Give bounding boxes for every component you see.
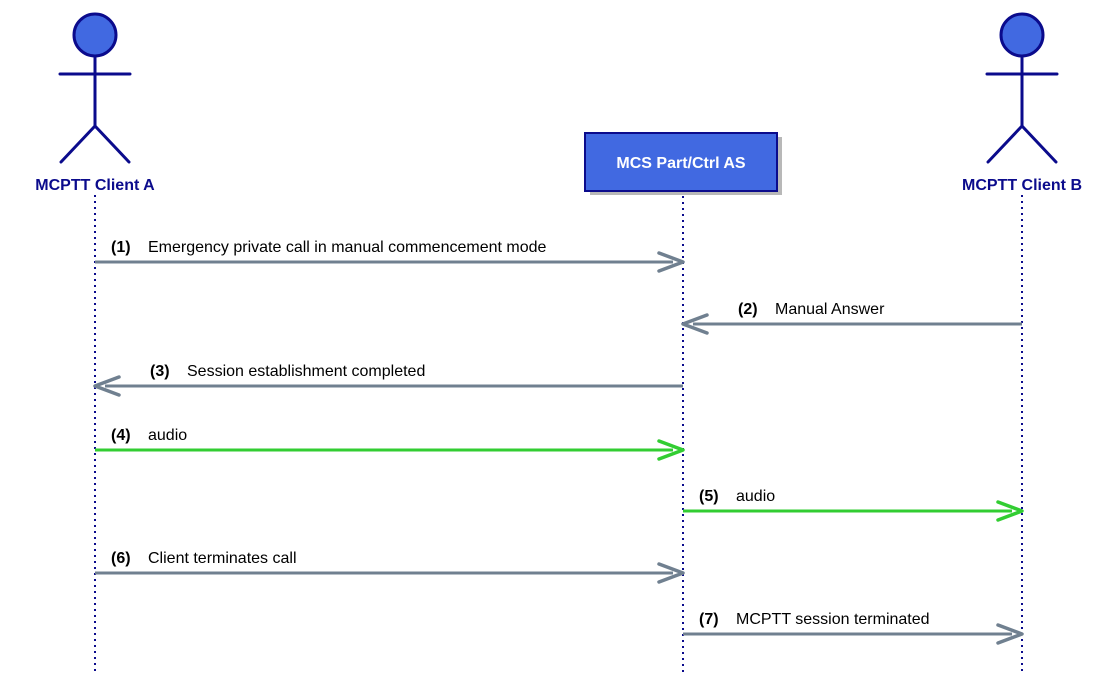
message-label: audio <box>148 427 187 444</box>
lifelines <box>94 195 1023 672</box>
message-number: (4) <box>111 427 131 444</box>
message-6: (6) Client terminates call <box>95 550 685 584</box>
arrowhead-icon <box>996 623 1024 645</box>
message-2: (2) Manual Answer <box>681 301 1022 335</box>
message-label: Client terminates call <box>148 550 297 567</box>
stick-figure-icon <box>58 12 132 164</box>
message-number: (6) <box>111 550 131 567</box>
message-label: MCPTT session terminated <box>736 611 930 628</box>
actor-name: MCPTT Client B <box>962 177 1082 194</box>
message-5: (5) audio <box>683 488 1024 522</box>
arrowhead-icon <box>681 313 709 335</box>
server-node: MCS Part/Ctrl AS <box>584 132 782 195</box>
arrowhead-icon <box>996 500 1024 522</box>
message-label: audio <box>736 488 775 505</box>
arrowhead-icon <box>657 439 685 461</box>
message-label: Emergency private call in manual commenc… <box>148 239 547 256</box>
arrowhead-icon <box>657 562 685 584</box>
message-number: (3) <box>150 363 170 380</box>
arrowhead-icon <box>657 251 685 273</box>
message-7: (7) MCPTT session terminated <box>683 611 1024 645</box>
actor-client-b: MCPTT Client B <box>962 12 1082 194</box>
actor-name: MCPTT Client A <box>35 177 155 194</box>
message-number: (2) <box>738 301 758 318</box>
message-number: (1) <box>111 239 131 256</box>
message-1: (1) Emergency private call in manual comm… <box>95 239 685 273</box>
message-4: (4) audio <box>95 427 685 461</box>
server-box <box>584 132 778 192</box>
participants: MCPTT Client A MCS Part/Ctrl AS MCPTT Clie… <box>35 12 1082 195</box>
server-name: MCS Part/Ctrl AS <box>616 155 746 172</box>
message-number: (5) <box>699 488 719 505</box>
arrowhead-icon <box>93 375 121 397</box>
message-label: Manual Answer <box>775 301 885 318</box>
message-number: (7) <box>699 611 719 628</box>
stick-figure-icon <box>985 12 1059 164</box>
actor-client-a: MCPTT Client A <box>35 12 155 194</box>
message-3: (3) Session establishment completed <box>93 363 683 397</box>
message-label: Session establishment completed <box>187 363 425 380</box>
messages: (1) Emergency private call in manual comm… <box>93 239 1024 645</box>
